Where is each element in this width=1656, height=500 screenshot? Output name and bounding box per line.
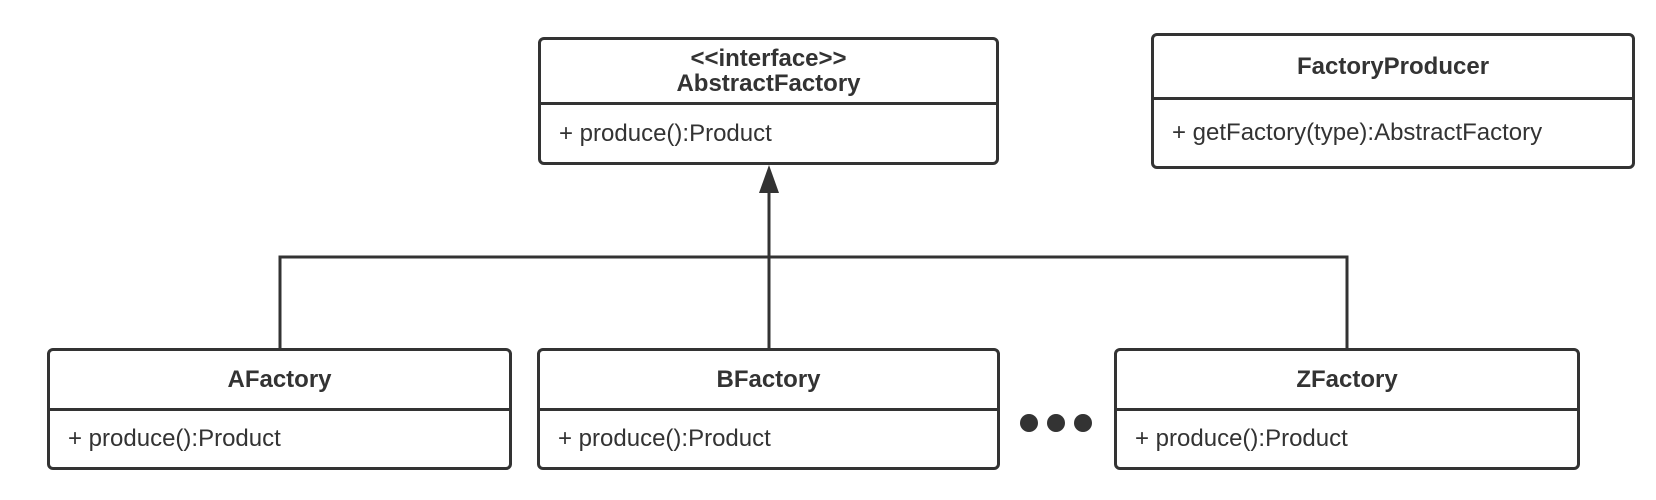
class-header: <<interface>> AbstractFactory <box>541 40 996 105</box>
ellipsis-dot <box>1020 414 1038 432</box>
class-method: + produce():Product <box>559 119 772 147</box>
class-name: BFactory <box>540 351 997 411</box>
zfactory-class[interactable]: ZFactory + produce():Product <box>1114 348 1580 470</box>
afactory-class[interactable]: AFactory + produce():Product <box>47 348 512 470</box>
ellipsis-dot <box>1074 414 1092 432</box>
class-name: AFactory <box>50 351 509 411</box>
class-method: + getFactory(type):AbstractFactory <box>1172 119 1543 146</box>
class-method: + produce():Product <box>68 425 281 452</box>
class-method: + produce():Product <box>558 425 771 452</box>
class-name: ZFactory <box>1117 351 1577 411</box>
inheritance-bus-line <box>278 255 1349 348</box>
class-method: + produce():Product <box>1135 425 1348 452</box>
interface-stereotype: <<interface>> <box>690 45 847 72</box>
abstract-factory-class[interactable]: <<interface>> AbstractFactory + produce(… <box>538 37 999 165</box>
factory-producer-class[interactable]: FactoryProducer + getFactory(type):Abstr… <box>1151 33 1635 169</box>
ellipsis-dot <box>1047 414 1065 432</box>
generalization-arrowhead <box>759 165 779 193</box>
class-name: FactoryProducer <box>1154 36 1632 100</box>
class-name: AbstractFactory <box>676 70 861 97</box>
bfactory-class[interactable]: BFactory + produce():Product <box>537 348 1000 470</box>
